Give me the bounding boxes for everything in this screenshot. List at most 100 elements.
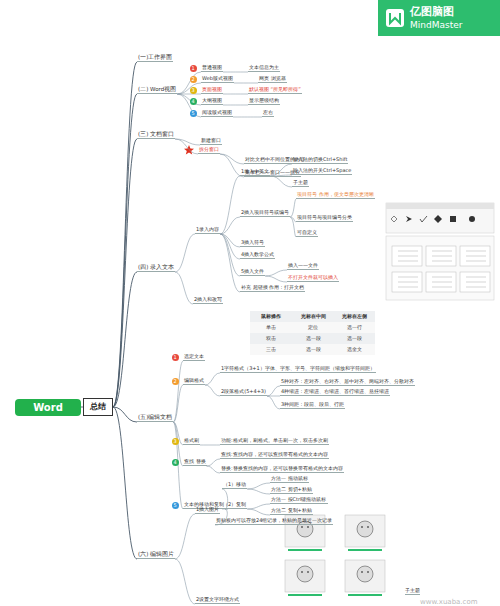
- topic-text: 普通视图: [202, 64, 222, 71]
- main-topic: 总结: [83, 398, 113, 416]
- callout-number: 1: [172, 354, 179, 361]
- branch-connector: [113, 94, 137, 407]
- sub-topic: (三) 文档窗口: [137, 131, 175, 139]
- root-topic: Word: [15, 399, 81, 416]
- branch-connector: [223, 105, 248, 106]
- sub-topic: 2插入和改写: [193, 296, 223, 304]
- topic-text: 2插入项目符号或编号: [241, 209, 289, 216]
- branch-connector: [220, 234, 240, 276]
- sub-topic: 阅读版式视图: [201, 109, 233, 117]
- sub-topic: (六) 编辑图片: [137, 551, 175, 559]
- sub-topic: 2段落格式(5+4+3): [220, 388, 267, 396]
- topic-text: 方法一 拖动鼠标: [271, 475, 308, 482]
- topic-text: 查找:查找内容，还可以查找带有格式的文本内容: [221, 451, 328, 458]
- topic-text: 5种对齐：左对齐、右对齐、居中对齐、两端对齐、分散对齐: [281, 378, 414, 385]
- topic-text: 网页 浏览器: [259, 75, 286, 82]
- branch-connector: [220, 217, 240, 234]
- sub-topic: 编辑格式: [183, 377, 205, 385]
- branch-connector: [113, 407, 137, 422]
- topic-text: 选定文本: [184, 353, 204, 360]
- topic-text: （2）复制: [223, 501, 246, 508]
- callout-number: 5: [172, 502, 179, 509]
- sub-topic: 文本信息为主: [248, 64, 280, 72]
- topic-text: 1录入内容: [196, 226, 219, 233]
- branch-connector: [205, 373, 220, 385]
- topic-text: 2插入和改写: [194, 296, 222, 303]
- sub-topic: 项目符号 作用，使文章层次更清晰: [296, 191, 375, 199]
- table-cell: 光标在中间: [292, 313, 334, 320]
- brand-banner: [378, 0, 500, 36]
- topic-text: 左右: [263, 109, 273, 116]
- sub-topic: 新建窗口: [200, 137, 222, 145]
- topic-text: (五)编辑文档: [138, 414, 172, 421]
- topic-text: (六) 编辑图片: [138, 551, 174, 558]
- sub-topic: 补充 超链接 作用：打开文档: [240, 284, 305, 292]
- sub-topic: 5插入文件: [240, 268, 265, 276]
- topic-text: 输入法的切换Ctrl+Shift: [293, 156, 347, 163]
- branch-connector: [113, 62, 137, 407]
- branch-connector: [173, 422, 183, 509]
- topic-text: (一)工作界面: [138, 54, 172, 61]
- sub-topic: 格式刷: [183, 437, 200, 445]
- table-cell: 选全文: [333, 346, 375, 353]
- branch-connector: [247, 504, 270, 509]
- branch-connector: [270, 175, 292, 176]
- branch-connector: [113, 407, 137, 559]
- topic-text: 拆分窗口: [199, 146, 219, 153]
- branch-connector: [233, 117, 262, 118]
- topic-text: 3插入符号: [241, 239, 264, 246]
- brand-name: 亿图脑图: [410, 5, 454, 18]
- branch-connector: [220, 176, 240, 234]
- sub-topic: 子主题: [292, 179, 309, 187]
- topic-text: 4种缩进：左缩进、右缩进、首行缩进、悬挂缩进: [281, 388, 389, 395]
- sub-topic: 显示层级结构: [248, 97, 280, 105]
- brand-logo: [386, 9, 404, 27]
- branch-connector: [247, 509, 270, 515]
- topic-text: 不打开文件就可以插入: [288, 274, 338, 281]
- table-cell: 选一行: [333, 324, 375, 331]
- table-cell: 鼠标操作: [250, 313, 292, 320]
- sub-topic: 1插入图片: [195, 506, 220, 514]
- branch-connector: [220, 154, 244, 164]
- sub-topic: 2插入项目符号或编号: [240, 209, 290, 217]
- topic-text: 2设置文字环绕方式: [196, 596, 239, 603]
- topic-text: 剪贴板内可以存放24组记录，粘贴的是最近一次记录: [216, 517, 332, 524]
- branch-connector: [205, 385, 220, 396]
- topic-text: 大纲视图: [202, 97, 222, 104]
- sub-topic: 网页 浏览器: [258, 75, 287, 83]
- topic-text: 2段落格式(5+4+3): [221, 388, 266, 395]
- branch-connector: [220, 154, 244, 177]
- topic-text: 文本信息为主: [249, 64, 279, 71]
- topic-text: 方法一 按Ctrl键拖动鼠标: [271, 496, 327, 503]
- sub-topic: 可自定义: [296, 229, 318, 237]
- sub-topic: 4种缩进：左缩进、右缩进、首行缩进、悬挂缩进: [280, 388, 390, 396]
- topic-text: 默认视图 “所见即所得”: [249, 86, 301, 93]
- branch-connector: [267, 386, 280, 396]
- branch-connector: [234, 83, 258, 84]
- callout-number: 4: [190, 98, 197, 105]
- callout-number: 4: [172, 459, 179, 466]
- branch-connector: [175, 139, 198, 154]
- topic-text: 3种间距：段前、段后、行距: [281, 401, 344, 408]
- sub-topic: 选定文本: [183, 353, 205, 361]
- sub-topic: (四) 录入文本: [137, 264, 175, 272]
- table-cell: 三击: [250, 346, 292, 353]
- branch-connector: [173, 361, 183, 422]
- topic-text: （1）移动: [223, 481, 246, 488]
- table-cell: 单击: [250, 324, 292, 331]
- topic-text: 项目符号与项目编号分类: [297, 214, 352, 221]
- topic-text: Word: [15, 399, 81, 416]
- branch-connector: [247, 483, 270, 489]
- topic-text: 输入法的开关Ctrl+Space: [293, 167, 351, 174]
- branch-connector: [207, 466, 220, 473]
- sub-topic: 大纲视图: [201, 97, 223, 105]
- callout-number: 1: [190, 65, 197, 72]
- sub-topic: (五)编辑文档: [137, 414, 173, 422]
- sub-topic: 3种间距：段前、段后、行距: [280, 401, 345, 409]
- callout-number: 2: [190, 76, 197, 83]
- table-cell: 选一段: [292, 335, 334, 342]
- table-cell: 选一段: [333, 335, 375, 342]
- sub-topic: 1录入中英文: [240, 168, 270, 176]
- sub-topic: 查找:查找内容，还可以查找带有格式的文本内容: [220, 451, 329, 459]
